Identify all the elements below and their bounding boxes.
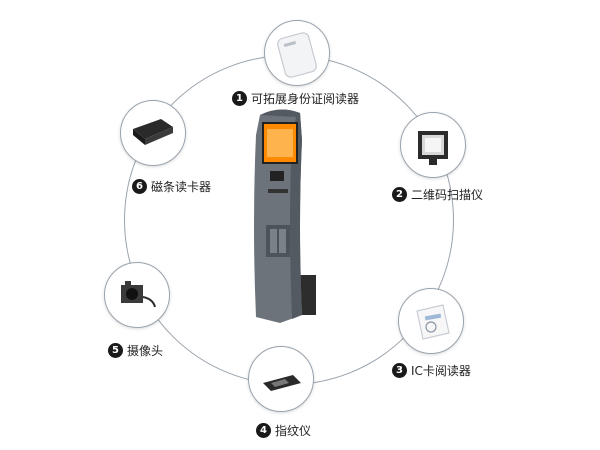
badge-5: 5 <box>108 343 123 358</box>
module-label-3: 3 IC卡阅读器 <box>392 362 471 379</box>
camera-icon <box>104 262 170 328</box>
badge-6: 6 <box>132 179 147 194</box>
kiosk-terminal-icon <box>230 105 330 330</box>
module-label-2: 2 二维码扫描仪 <box>392 186 483 203</box>
badge-4: 4 <box>256 423 271 438</box>
label-text-1: 可拓展身份证阅读器 <box>251 92 360 106</box>
badge-3: 3 <box>392 363 407 378</box>
id-card-reader-icon <box>264 20 330 86</box>
fingerprint-scanner-icon <box>248 346 314 412</box>
magnetic-card-reader-icon <box>120 100 186 166</box>
label-text-2: 二维码扫描仪 <box>411 188 484 202</box>
label-text-4: 指纹仪 <box>275 424 312 438</box>
label-text-6: 磁条读卡器 <box>151 180 212 194</box>
badge-2: 2 <box>392 187 407 202</box>
qr-scanner-icon <box>400 112 466 178</box>
module-label-1: 1 可拓展身份证阅读器 <box>232 90 359 107</box>
badge-1: 1 <box>232 91 247 106</box>
module-label-6: 6 磁条读卡器 <box>132 178 211 195</box>
ic-card-reader-icon <box>398 288 464 354</box>
label-text-5: 摄像头 <box>127 344 164 358</box>
label-text-3: IC卡阅读器 <box>411 364 471 378</box>
module-label-4: 4 指纹仪 <box>256 422 311 439</box>
module-label-5: 5 摄像头 <box>108 342 163 359</box>
